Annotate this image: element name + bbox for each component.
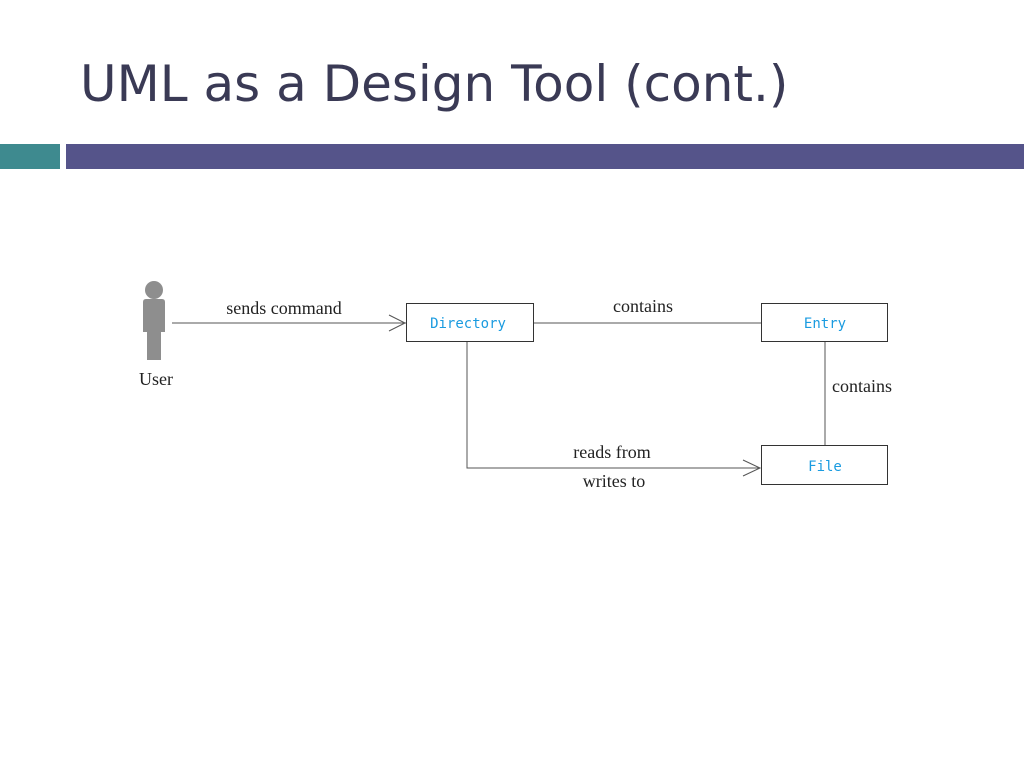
class-file-label: File — [808, 459, 842, 475]
relation-label-writes-to: writes to — [583, 471, 646, 491]
relation-label-sends-command: sends command — [226, 298, 341, 318]
relationship-lines — [172, 314, 826, 477]
class-directory: Directory — [406, 303, 534, 342]
directory-to-file-line — [466, 342, 760, 469]
class-directory-label: Directory — [430, 316, 506, 332]
user-to-directory-arrowhead — [388, 314, 407, 332]
user-actor: User — [139, 281, 173, 389]
title-accent-bar-teal — [0, 144, 60, 169]
relation-label-reads-from: reads from — [573, 442, 650, 462]
person-icon — [143, 281, 165, 360]
relation-label-directory-contains: contains — [613, 296, 673, 316]
class-file: File — [761, 445, 888, 485]
class-entry-label: Entry — [804, 316, 846, 332]
directory-to-file-arrowhead — [742, 459, 762, 477]
title-accent-bar — [66, 144, 1024, 169]
class-entry: Entry — [761, 303, 888, 342]
relation-label-entry-contains: contains — [832, 376, 892, 396]
user-label: User — [139, 369, 173, 389]
slide-title: UML as a Design Tool (cont.) — [80, 55, 789, 113]
